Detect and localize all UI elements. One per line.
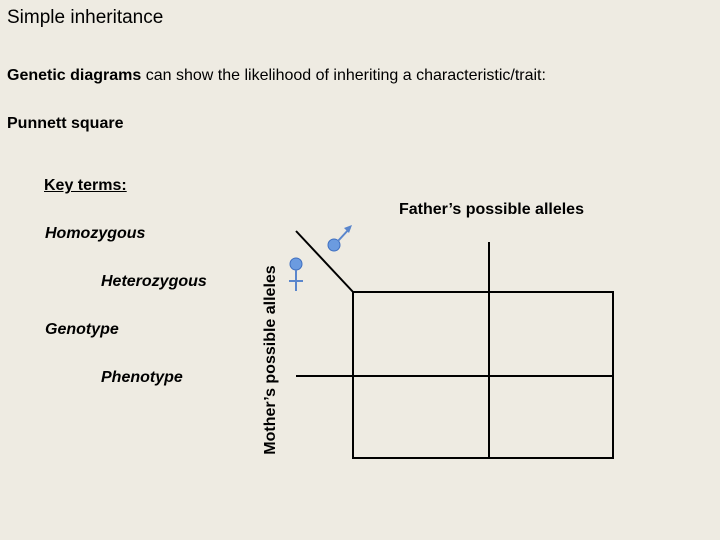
key-term-genotype: Genotype <box>45 321 119 338</box>
key-terms-heading: Key terms: <box>44 177 127 194</box>
corner-diagonal <box>295 230 355 294</box>
punnett-square-label: Punnett square <box>7 115 124 132</box>
intro-bold: Genetic diagrams <box>7 67 142 84</box>
page-title: Simple inheritance <box>7 7 164 28</box>
male-symbol-icon <box>327 225 352 252</box>
key-term-phenotype: Phenotype <box>101 369 183 386</box>
key-term-homozygous: Homozygous <box>45 225 146 242</box>
female-symbol-icon <box>289 257 303 291</box>
key-term-heterozygous: Heterozygous <box>101 273 207 290</box>
intro-rest: can show the likelihood of inheriting a … <box>141 67 546 84</box>
intro-text: Genetic diagrams can show the likelihood… <box>7 67 546 85</box>
punnett-grid <box>295 230 614 459</box>
father-alleles-label: Father’s possible alleles <box>399 201 584 218</box>
